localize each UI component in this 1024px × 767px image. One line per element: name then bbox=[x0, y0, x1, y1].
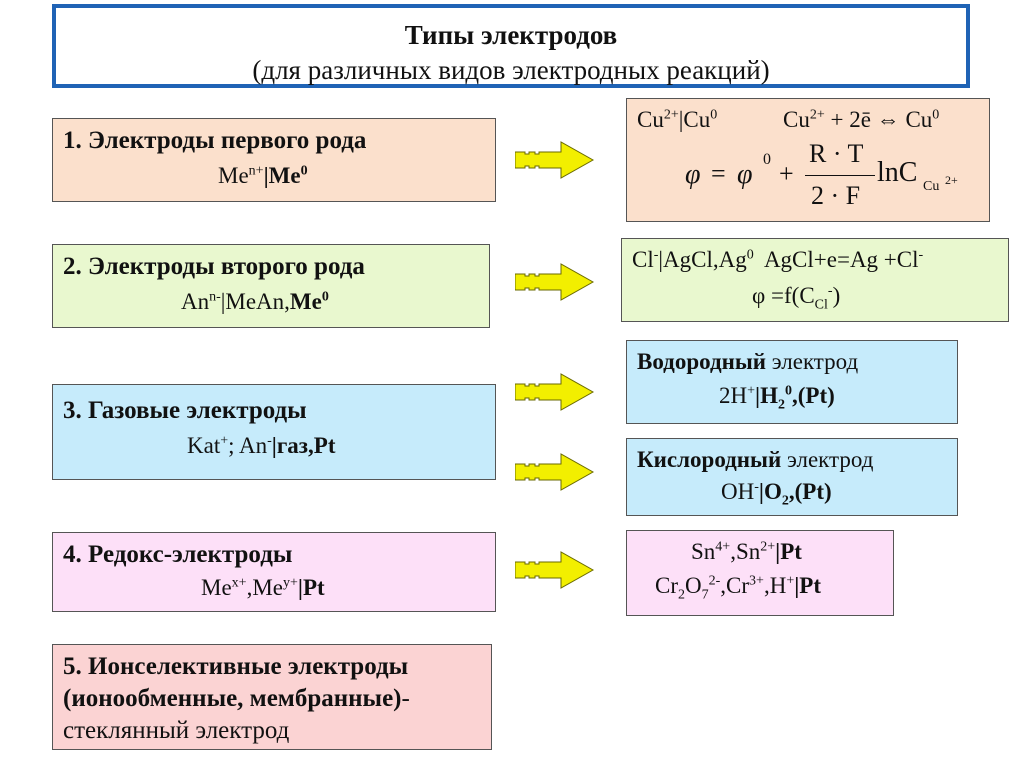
box-gas-heading: 3. Газовые электроды bbox=[63, 397, 307, 424]
arrow-icon bbox=[515, 263, 595, 301]
redox-example-chromium: Cr2O72-,Cr3+,H+|Pt bbox=[655, 573, 822, 603]
oxygen-title: Кислородный электрод bbox=[637, 447, 874, 472]
subtitle: (для различных видов электродных реакций… bbox=[252, 55, 770, 85]
copper-reaction: Cu2+ + 2ē ⇔ Cu0 bbox=[783, 107, 940, 132]
box-ion-selective-line1: 5. Ионселективные электроды bbox=[63, 653, 409, 680]
box-first-kind-formula: Men+|Me0 bbox=[218, 163, 308, 188]
arrow-icon bbox=[515, 141, 595, 179]
box-gas-formula: Kat+; An-|газ,Pt bbox=[187, 433, 336, 458]
box-ion-selective-line3: стеклянный электрод bbox=[63, 717, 290, 744]
silver-chloride-reaction: Cl-|AgCl,Ag0 AgCl+e=Ag +Cl- bbox=[632, 247, 924, 272]
box-ion-selective-line2: (ионообменные, мембранные)- bbox=[63, 685, 410, 712]
box-hydrogen-electrode: Водородный электрод 2H+|H20,(Pt) bbox=[626, 340, 958, 424]
box-second-kind: 2. Электроды второго рода Ann-|MeAn,Me0 bbox=[52, 244, 490, 328]
title: Типы электродов bbox=[404, 20, 618, 50]
box-first-kind-heading: 1. Электроды первого рода bbox=[63, 127, 367, 154]
box-redox-formula: Mex+,Mey+|Pt bbox=[201, 575, 325, 600]
hydrogen-title: Водородный электрод bbox=[637, 349, 859, 374]
box-redox-heading: 4. Редокс-электроды bbox=[63, 541, 293, 568]
oxygen-formula: OH-|O2,(Pt) bbox=[721, 479, 832, 509]
hydrogen-formula: 2H+|H20,(Pt) bbox=[719, 383, 835, 413]
redox-example-tin: Sn4+,Sn2+|Pt bbox=[691, 539, 802, 564]
box-oxygen-electrode: Кислородный электрод OH-|O2,(Pt) bbox=[626, 438, 958, 516]
box-ion-selective: 5. Ионселективные электроды (ионообменны… bbox=[52, 644, 492, 750]
box-second-kind-heading: 2. Электроды второго рода bbox=[63, 253, 365, 280]
arrow-icon bbox=[515, 373, 595, 411]
silver-chloride-potential: φ =f(CCl-) bbox=[752, 283, 841, 313]
title-box: Типы электродов (для различных видов эле… bbox=[52, 4, 970, 88]
box-gas: 3. Газовые электроды Kat+; An-|газ,Pt bbox=[52, 384, 496, 480]
box-copper-electrode: Cu2+|Cu0 Cu2+ + 2ē ⇔ Cu0 φ = φ 0 + R · T… bbox=[626, 98, 990, 222]
arrow-icon bbox=[515, 551, 595, 589]
box-redox: 4. Редокс-электроды Mex+,Mey+|Pt bbox=[52, 532, 496, 612]
copper-couple: Cu2+|Cu0 bbox=[637, 107, 718, 132]
box-second-kind-formula: Ann-|MeAn,Me0 bbox=[181, 289, 329, 314]
box-redox-examples: Sn4+,Sn2+|Pt Cr2O72-,Cr3+,H+|Pt bbox=[626, 530, 894, 616]
box-silver-chloride-electrode: Cl-|AgCl,Ag0 AgCl+e=Ag +Cl- φ =f(CCl-) bbox=[621, 238, 1009, 322]
box-first-kind: 1. Электроды первого рода Men+|Me0 bbox=[52, 118, 496, 202]
arrow-icon bbox=[515, 453, 595, 491]
